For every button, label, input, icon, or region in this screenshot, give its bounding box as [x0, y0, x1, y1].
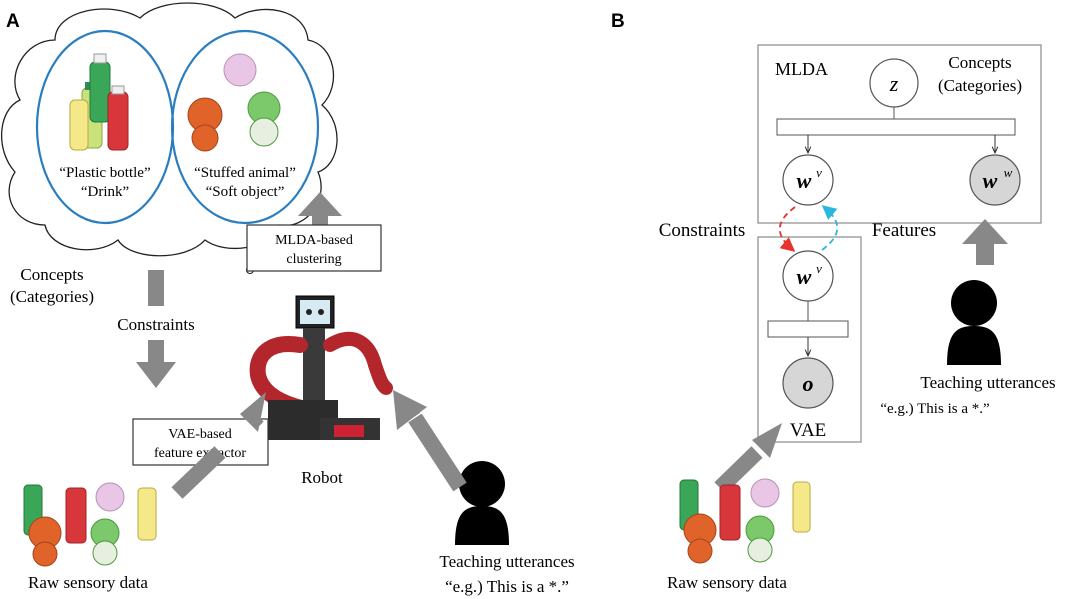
node-ww-sup: w: [1004, 165, 1013, 180]
raw-data-label-a: Raw sensory data: [28, 573, 148, 592]
teaching-label-a-2: “e.g.) This is a *.”: [445, 577, 569, 596]
mlda-clustering-label-1: MLDA-based: [275, 233, 353, 248]
teaching-label-b-1: Teaching utterances: [920, 373, 1055, 392]
constraints-label-b: Constraints: [659, 220, 746, 241]
vae-extractor-label-2: feature extractor: [154, 446, 246, 461]
node-wv-top-label: w: [797, 168, 812, 193]
node-o: [782, 357, 834, 409]
dashed-arrow-down: [778, 206, 796, 252]
teaching-arrow-b: [962, 219, 1008, 265]
vae-plate-bar: [767, 320, 849, 338]
concepts-label-b-2: (Categories): [938, 76, 1022, 95]
raw-data-objects-a: [23, 482, 157, 567]
node-o-label: o: [803, 371, 814, 396]
robot-label: Robot: [301, 468, 343, 487]
node-ww-label: w: [983, 168, 998, 193]
bottle-label-2: “Drink”: [81, 184, 129, 200]
person-icon-b: [947, 280, 1001, 365]
raw-data-label-b: Raw sensory data: [667, 573, 787, 592]
node-ww: [969, 154, 1021, 206]
concepts-label-a-1: Concepts: [20, 265, 83, 284]
teaching-arrow-a: [393, 390, 467, 492]
raw-data-objects-b: [679, 478, 811, 564]
teaching-label-a-1: Teaching utterances: [439, 552, 574, 571]
concepts-label-a-2: (Categories): [10, 287, 94, 306]
person-icon-a: [455, 461, 509, 545]
panel-b-label: B: [611, 11, 625, 32]
animal-label-1: “Stuffed animal”: [194, 165, 296, 181]
concepts-label-b-1: Concepts: [948, 53, 1011, 72]
panel-a-label: A: [6, 11, 20, 32]
vae-label-b: VAE: [790, 420, 827, 441]
mlda-label: MLDA: [775, 59, 828, 79]
node-wv-top-sup: v: [816, 165, 822, 180]
robot-image: [249, 295, 393, 440]
node-wv-bottom-sup: v: [816, 261, 822, 276]
vae-input-arrow-b: [714, 423, 782, 494]
node-wv-top: [782, 154, 834, 206]
animal-group-ellipse: [170, 29, 320, 225]
teaching-label-b-2: “e.g.) This is a *.”: [880, 401, 989, 417]
constraints-arrow-a: [136, 270, 176, 388]
mlda-clustering-box: [246, 224, 382, 272]
node-z-label: z: [889, 71, 899, 96]
vae-extractor-label-1: VAE-based: [168, 427, 232, 442]
mlda-clustering-label-2: clustering: [286, 252, 341, 267]
animal-label-2: “Soft object”: [206, 184, 285, 200]
bottles-image: [69, 53, 129, 151]
dashed-arrow-up: [821, 205, 839, 251]
bottle-label-1: “Plastic bottle”: [59, 165, 150, 181]
node-wv-bottom-label: w: [797, 264, 812, 289]
mlda-plate-bar: [776, 118, 1016, 136]
features-label-b: Features: [872, 220, 936, 241]
vae-input-arrow: [171, 392, 266, 499]
constraints-label-a: Constraints: [117, 315, 194, 334]
stuffed-animals-image: [187, 53, 281, 152]
